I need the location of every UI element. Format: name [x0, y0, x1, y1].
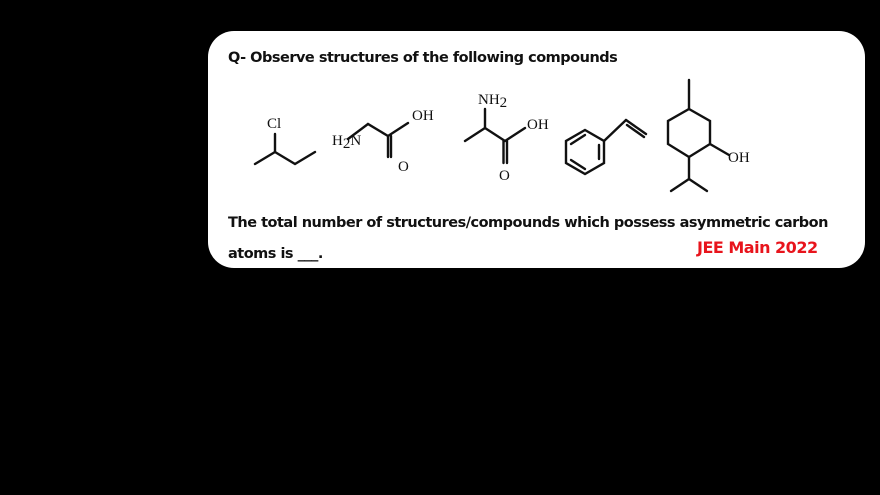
- label-nh2: NH2: [478, 92, 507, 111]
- question-line-1: The total number of structures/compounds…: [228, 215, 828, 231]
- compound-menthol: [666, 78, 731, 193]
- label-o: O: [499, 168, 510, 184]
- label-oh: OH: [527, 117, 549, 133]
- compound-alanine: [463, 107, 527, 165]
- label-o: O: [398, 159, 409, 175]
- label-h2n: H2N: [332, 133, 361, 152]
- question-title: Q- Observe structures of the following c…: [228, 50, 618, 66]
- question-card: Q- Observe structures of the following c…: [208, 31, 865, 268]
- exam-badge: JEE Main 2022: [697, 238, 818, 257]
- question-line-2: atoms is ___.: [228, 246, 323, 262]
- compound-glycine: [346, 121, 410, 159]
- label-oh: OH: [728, 150, 750, 166]
- chemical-structures: Cl H2N OH O NH2 OH O OH: [253, 78, 750, 193]
- compound-2-chlorobutane: [253, 132, 317, 166]
- label-oh: OH: [412, 108, 434, 124]
- compound-styrene: [564, 118, 648, 176]
- question-body: The total number of structures/compounds…: [228, 208, 828, 270]
- label-cl: Cl: [267, 116, 281, 132]
